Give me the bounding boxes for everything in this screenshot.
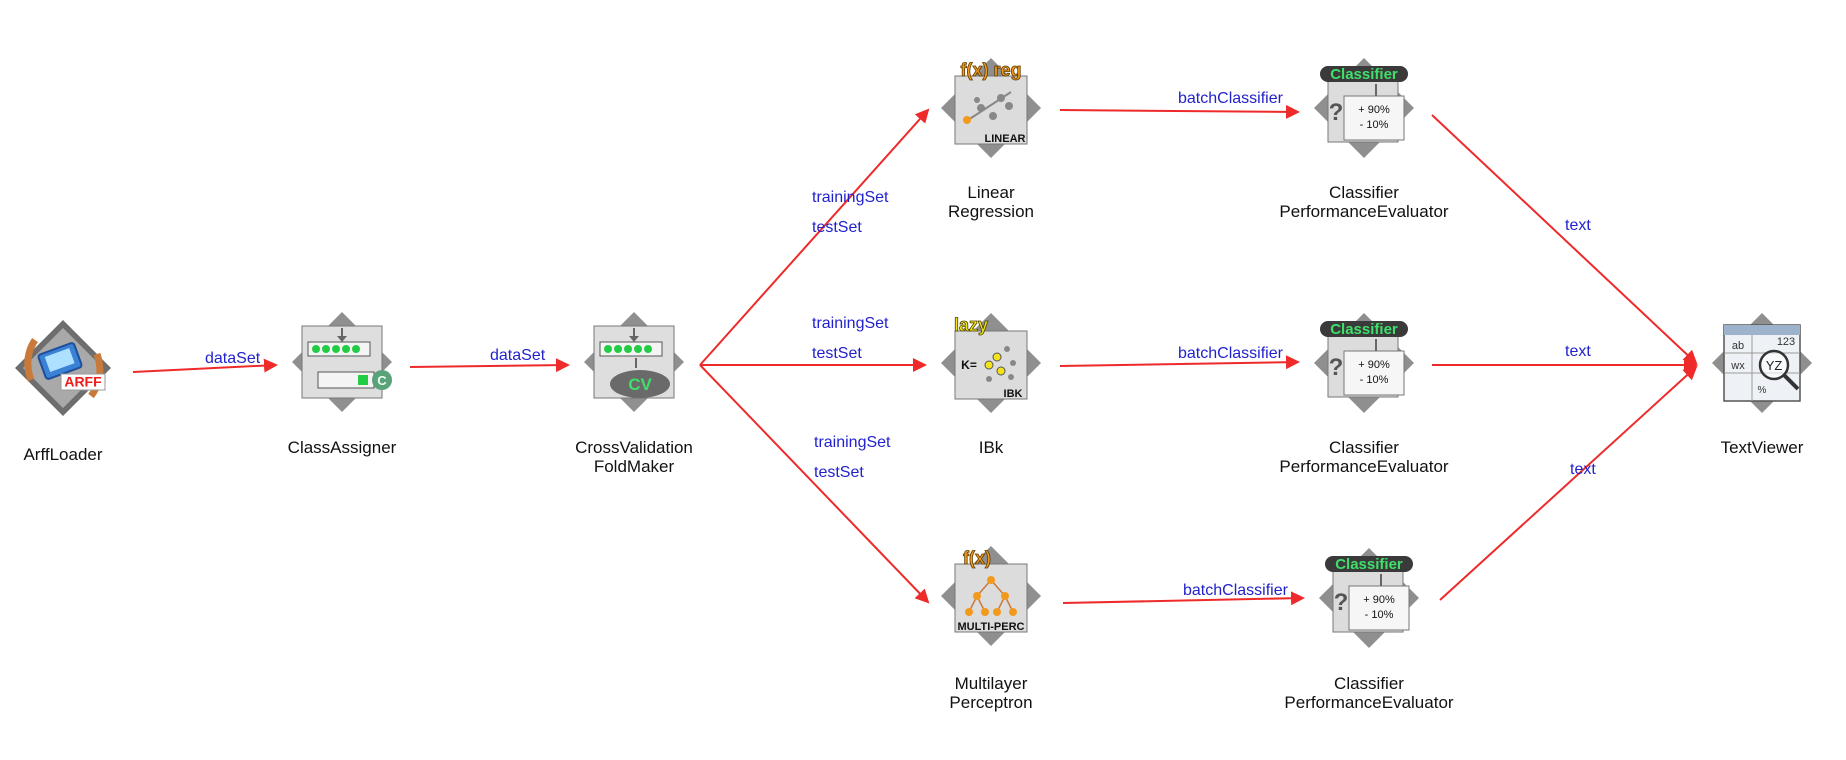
svg-text:wx: wx	[1730, 360, 1745, 372]
svg-text:f(x): f(x)	[963, 548, 991, 568]
edge-cpe3-textviewer[interactable]	[1439, 365, 1698, 601]
edge-cv-mlp[interactable]	[699, 364, 930, 604]
crossvalidation-foldmaker-label: CrossValidation FoldMaker	[575, 438, 693, 476]
classassigner-node[interactable]: C	[292, 312, 392, 412]
classifier-evaluator-icon: Classifier ? + 90% - 10%	[1314, 313, 1414, 413]
edge-label-text-2: text	[1565, 343, 1591, 360]
multilayer-perceptron-icon: f(x) MULTI-PERC	[941, 546, 1041, 646]
edge-label-trainingset-1: trainingSet	[812, 189, 889, 206]
linear-regression-icon: f(x) reg LINEAR	[941, 58, 1041, 158]
classifier-performance-evaluator-label-2: Classifier PerformanceEvaluator	[1279, 438, 1449, 476]
edge-label-trainingset-2: trainingSet	[812, 315, 889, 332]
edge-label-batchclassifier-1: batchClassifier	[1178, 90, 1283, 107]
svg-text:YZ: YZ	[1766, 358, 1783, 373]
classifier-evaluator-icon: Classifier ? + 90% - 10%	[1314, 58, 1414, 158]
edge-arff-classassigner[interactable]	[132, 358, 278, 373]
svg-text:CV: CV	[628, 375, 652, 394]
svg-text:LINEAR: LINEAR	[985, 133, 1026, 145]
svg-text:K=: K=	[961, 358, 977, 372]
ibk-node[interactable]: lazy K= IBK	[941, 313, 1041, 413]
classifier-performance-evaluator-node-1[interactable]: Classifier ? + 90% - 10%	[1314, 58, 1414, 158]
ibk-label: IBk	[978, 438, 1004, 457]
edge-ibk-cpe2[interactable]	[1059, 355, 1300, 370]
classifier-performance-evaluator-label-3: Classifier PerformanceEvaluator	[1284, 674, 1454, 712]
edge-label-dataset-2: dataSet	[490, 347, 546, 364]
svg-text:IBK: IBK	[1004, 388, 1023, 400]
edge-linreg-cpe1[interactable]	[1059, 104, 1300, 119]
classifier-performance-evaluator-node-3[interactable]: Classifier ? + 90% - 10%	[1319, 548, 1419, 648]
svg-text:+ 90%: + 90%	[1363, 594, 1395, 606]
linear-regression-node[interactable]: f(x) reg LINEAR	[941, 58, 1041, 158]
edge-label-batchclassifier-2: batchClassifier	[1178, 345, 1283, 362]
svg-text:lazy: lazy	[954, 315, 988, 335]
svg-text:Classifier: Classifier	[1330, 321, 1398, 338]
svg-text:+ 90%: + 90%	[1358, 359, 1390, 371]
crossvalidation-foldmaker-node[interactable]: CV	[584, 312, 684, 412]
edge-label-trainingset-3: trainingSet	[814, 434, 891, 451]
edge-label-testset-1: testSet	[812, 219, 862, 236]
svg-text:C: C	[377, 373, 387, 388]
arffloader-label: ArffLoader	[23, 445, 103, 464]
edge-label-testset-3: testSet	[814, 464, 864, 481]
arffloader-node[interactable]: ARFF	[13, 318, 113, 418]
classassigner-label: ClassAssigner	[287, 438, 397, 457]
svg-text:- 10%: - 10%	[1360, 374, 1389, 386]
classifier-evaluator-icon: Classifier ? + 90% - 10%	[1319, 548, 1419, 648]
classifier-performance-evaluator-node-2[interactable]: Classifier ? + 90% - 10%	[1314, 313, 1414, 413]
svg-text:ab: ab	[1732, 340, 1744, 352]
text-viewer-icon: ab 123 wx % YZ	[1712, 313, 1812, 413]
edge-mlp-cpe3[interactable]	[1062, 591, 1305, 606]
edge-cv-linreg[interactable]	[699, 108, 930, 366]
edge-label-text-3: text	[1570, 461, 1596, 478]
svg-text:?: ?	[1334, 589, 1349, 616]
svg-text:MULTI-PERC: MULTI-PERC	[957, 621, 1024, 633]
edge-label-dataset-1: dataSet	[205, 350, 261, 367]
textviewer-label: TextViewer	[1720, 438, 1804, 457]
multilayer-perceptron-node[interactable]: f(x) MULTI-PERC	[941, 546, 1041, 646]
textviewer-node[interactable]: ab 123 wx % YZ	[1712, 313, 1812, 413]
edge-cpe1-textviewer[interactable]	[1431, 114, 1698, 365]
class-assigner-icon: C	[292, 312, 392, 412]
svg-text:Classifier: Classifier	[1335, 556, 1403, 573]
svg-text:123: 123	[1777, 336, 1795, 348]
svg-text:Classifier: Classifier	[1330, 66, 1398, 83]
svg-text:%: %	[1758, 385, 1767, 396]
linear-regression-label: Linear Regression	[948, 183, 1034, 221]
svg-text:?: ?	[1329, 99, 1344, 126]
svg-text:?: ?	[1329, 354, 1344, 381]
svg-text:- 10%: - 10%	[1365, 609, 1394, 621]
edge-label-text-1: text	[1565, 217, 1591, 234]
svg-text:f(x) reg: f(x) reg	[960, 60, 1021, 80]
classifier-performance-evaluator-label-1: Classifier PerformanceEvaluator	[1279, 183, 1449, 221]
svg-text:ARFF: ARFF	[64, 374, 102, 390]
fold-maker-icon: CV	[584, 312, 684, 412]
ibk-icon: lazy K= IBK	[941, 313, 1041, 413]
svg-text:- 10%: - 10%	[1360, 119, 1389, 131]
svg-text:+ 90%: + 90%	[1358, 104, 1390, 116]
edge-label-batchclassifier-3: batchClassifier	[1183, 582, 1288, 599]
arff-loader-icon: ARFF	[15, 320, 111, 416]
multilayer-perceptron-label: Multilayer Perceptron	[949, 674, 1033, 712]
edge-classassigner-cv[interactable]	[409, 358, 570, 373]
edge-label-testset-2: testSet	[812, 345, 862, 362]
